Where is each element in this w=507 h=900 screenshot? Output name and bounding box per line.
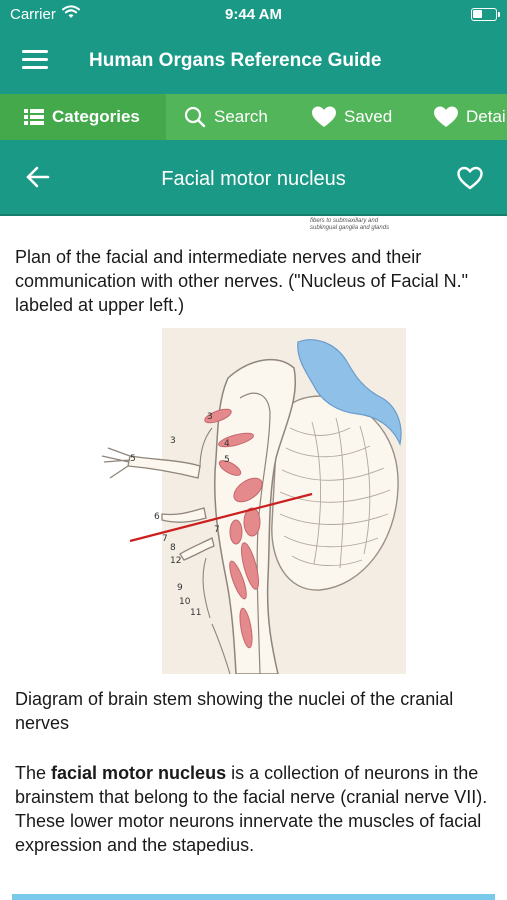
svg-text:11: 11 — [190, 608, 201, 618]
intro-paragraph: Plan of the facial and intermediate nerv… — [15, 247, 468, 315]
tab-search-label: Search — [214, 107, 268, 126]
svg-text:8: 8 — [170, 543, 176, 553]
favorite-heart-icon[interactable] — [457, 166, 483, 195]
detail-header: Facial motor nucleus — [0, 140, 507, 216]
list-icon — [24, 108, 44, 126]
carrier-label: Carrier — [10, 6, 56, 23]
next-section-strip — [12, 894, 495, 900]
tab-details-label: Detai — [466, 107, 506, 126]
search-icon — [184, 106, 206, 128]
tab-saved[interactable]: Saved — [312, 94, 392, 140]
brainstem-diagram: 3 3 4 5 5 6 7 7 8 12 9 10 11 — [100, 328, 406, 675]
term-highlight: facial motor nucleus — [51, 763, 227, 783]
heart-icon — [434, 106, 458, 128]
tab-saved-label: Saved — [344, 107, 393, 126]
svg-text:6: 6 — [154, 512, 160, 522]
svg-text:7: 7 — [214, 525, 220, 535]
tab-categories-label: Categories — [52, 107, 140, 126]
battery-icon — [471, 8, 500, 21]
tab-search[interactable]: Search — [184, 94, 268, 140]
svg-text:10: 10 — [179, 597, 191, 607]
image-fragment-caption: fibers to submaxillary and sublingual ga… — [310, 218, 390, 231]
heart-icon — [312, 106, 336, 128]
svg-text:9: 9 — [177, 583, 183, 593]
svg-text:5: 5 — [224, 455, 230, 465]
page-title: Facial motor nucleus — [161, 168, 346, 190]
body-paragraph: The facial motor nucleus is a collection… — [15, 763, 488, 855]
app-title: Human Organs Reference Guide — [89, 50, 382, 71]
tab-categories[interactable]: Categories — [0, 94, 166, 140]
svg-text:7: 7 — [162, 534, 168, 544]
article-content: fibers to submaxillary and sublingual ga… — [0, 216, 507, 900]
status-time: 9:44 AM — [225, 6, 282, 23]
tab-bar: Categories Search Saved Detai — [0, 94, 507, 140]
svg-text:3: 3 — [170, 436, 176, 446]
app-bar: Human Organs Reference Guide — [0, 30, 507, 94]
svg-text:12: 12 — [170, 556, 181, 566]
back-arrow-icon[interactable] — [26, 166, 50, 193]
wifi-icon — [62, 5, 80, 24]
svg-text:4: 4 — [224, 439, 230, 449]
hamburger-menu-icon[interactable] — [22, 50, 48, 72]
tab-details[interactable]: Detai — [434, 94, 506, 140]
svg-text:5: 5 — [130, 454, 136, 464]
image-caption: Diagram of brain stem showing the nuclei… — [15, 689, 454, 733]
status-bar: Carrier 9:44 AM — [0, 0, 507, 30]
svg-text:3: 3 — [207, 412, 213, 422]
